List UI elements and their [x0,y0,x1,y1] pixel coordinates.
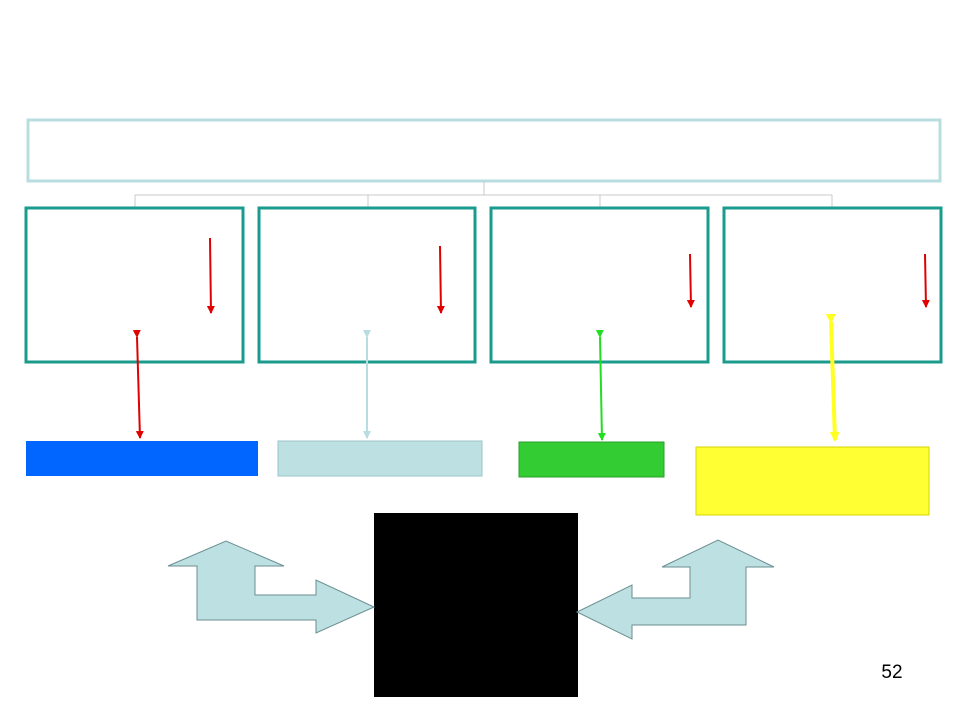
bar-green [518,441,665,478]
right-bent-arrow [575,539,775,640]
bar-blue [26,441,258,476]
red-down-arrow-4 [921,253,930,308]
left-bent-arrow [167,540,376,634]
connector-tree [134,181,833,208]
double-arrow-green [595,329,606,441]
bar-light-blue [277,440,483,477]
bar-yellow [695,446,930,516]
double-arrow-yellow [825,313,840,442]
red-down-arrow-1 [206,237,215,314]
red-down-arrow-2 [436,245,445,314]
page-number: 52 [881,662,903,683]
red-down-arrow-3 [686,253,695,308]
center-block [374,513,578,697]
header-box [26,118,942,183]
double-arrow-red [132,329,144,439]
